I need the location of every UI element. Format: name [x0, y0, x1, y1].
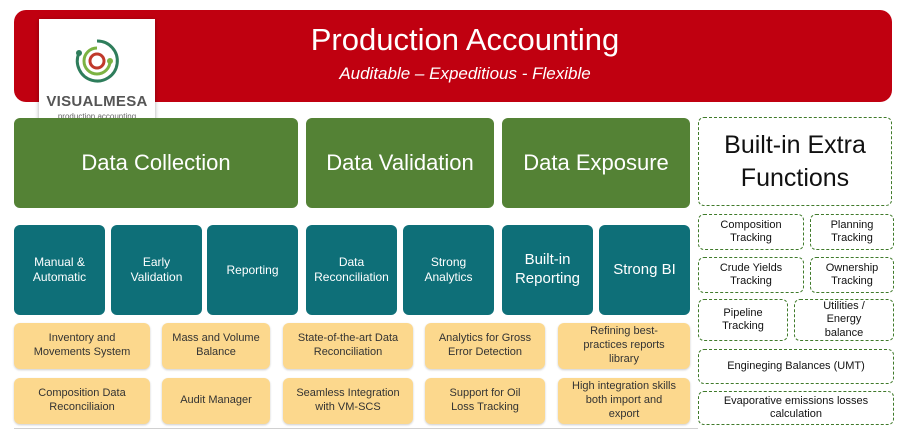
- module-label: Data Reconciliation: [314, 255, 389, 284]
- feature-oil-loss-tracking: Support for Oil Loss Tracking: [425, 378, 545, 424]
- feature-label: State-of-the-art Data Reconciliation: [297, 332, 399, 358]
- category-data-collection: Data Collection: [14, 118, 298, 208]
- logo-tagline: production accounting: [57, 112, 137, 121]
- feature-mass-volume-balance: Mass and Volume Balance: [162, 323, 270, 369]
- module-label: Strong BI: [613, 260, 676, 278]
- feature-vm-scs-integration: Seamless Integration with VM-SCS: [283, 378, 413, 424]
- module-built-in-reporting: Built-in Reporting: [502, 225, 593, 315]
- extra-label: Composition Tracking: [720, 218, 782, 244]
- feature-state-of-the-art-reconciliation: State-of-the-art Data Reconciliation: [283, 323, 413, 369]
- feature-integration-import-export: High integration skills both import and …: [558, 378, 690, 424]
- extra-label: Evaporative emissions losses calculation: [723, 394, 869, 420]
- extra-label: Utilities / Energy balance: [823, 300, 865, 339]
- module-reporting: Reporting: [207, 225, 298, 315]
- extra-composition-tracking: Composition Tracking: [698, 214, 804, 250]
- extra-pipeline-tracking: Pipeline Tracking: [698, 299, 788, 341]
- module-label: Reporting: [226, 262, 279, 277]
- feature-label: Analytics for Gross Error Detection: [438, 332, 532, 358]
- page-subtitle: Auditable – Expeditious - Flexible: [339, 64, 591, 83]
- extra-label: Engineging Balances (UMT): [727, 359, 865, 372]
- module-strong-bi: Strong BI: [599, 225, 690, 315]
- feature-label: Mass and Volume Balance: [172, 332, 260, 358]
- feature-label: Refining best-practices reports library: [583, 325, 665, 365]
- feature-inventory-movements: Inventory and Movements System: [14, 323, 150, 369]
- feature-label: Composition Data Reconciliaion: [38, 387, 126, 413]
- module-strong-analytics: Strong Analytics: [403, 225, 494, 315]
- feature-reports-library: Refining best-practices reports library: [558, 323, 690, 369]
- extra-label: Ownership Tracking: [825, 261, 879, 287]
- title-banner: [14, 10, 892, 102]
- extra-evaporative-emissions: Evaporative emissions losses calculation: [698, 391, 894, 425]
- feature-gross-error-analytics: Analytics for Gross Error Detection: [425, 323, 545, 369]
- feature-label: Support for Oil Loss Tracking: [449, 387, 521, 413]
- module-early-validation: Early Validation: [111, 225, 202, 315]
- extra-utilities-energy-balance: Utilities / Energy balance: [794, 299, 894, 341]
- feature-label: Inventory and Movements System: [33, 332, 131, 358]
- logo-wordmark: VISUALMESA: [46, 93, 148, 110]
- visualmesa-logo: VISUALMESA production accounting: [39, 19, 155, 136]
- extras-title-text: Built-in Extra Functions: [724, 131, 866, 192]
- feature-audit-manager: Audit Manager: [162, 378, 270, 424]
- module-label: Built-in Reporting: [514, 251, 581, 287]
- module-label: Early Validation: [130, 255, 183, 284]
- logo-rings-icon: [75, 39, 119, 83]
- extra-label: Planning Tracking: [830, 218, 874, 244]
- extra-label: Crude Yields Tracking: [719, 261, 783, 287]
- category-data-exposure: Data Exposure: [502, 118, 690, 208]
- extra-ownership-tracking: Ownership Tracking: [810, 257, 894, 293]
- page-title: Production Accounting: [310, 22, 620, 57]
- extra-crude-yields-tracking: Crude Yields Tracking: [698, 257, 804, 293]
- module-label: Strong Analytics: [424, 255, 473, 284]
- feature-label: High integration skills both import and …: [572, 380, 676, 420]
- extras-title: Built-in Extra Functions: [698, 117, 892, 206]
- extra-planning-tracking: Planning Tracking: [810, 214, 894, 250]
- feature-label: Seamless Integration with VM-SCS: [296, 387, 400, 413]
- extra-engineging-balances: Engineging Balances (UMT): [698, 349, 894, 384]
- module-data-reconciliation: Data Reconciliation: [306, 225, 397, 315]
- category-data-validation: Data Validation: [306, 118, 494, 208]
- module-label: Manual & Automatic: [32, 255, 87, 284]
- extra-label: Pipeline Tracking: [722, 306, 764, 332]
- feature-label: Audit Manager: [180, 394, 252, 407]
- module-manual-automatic: Manual & Automatic: [14, 225, 105, 315]
- feature-composition-reconciliation: Composition Data Reconciliaion: [14, 378, 150, 424]
- divider: [14, 428, 698, 429]
